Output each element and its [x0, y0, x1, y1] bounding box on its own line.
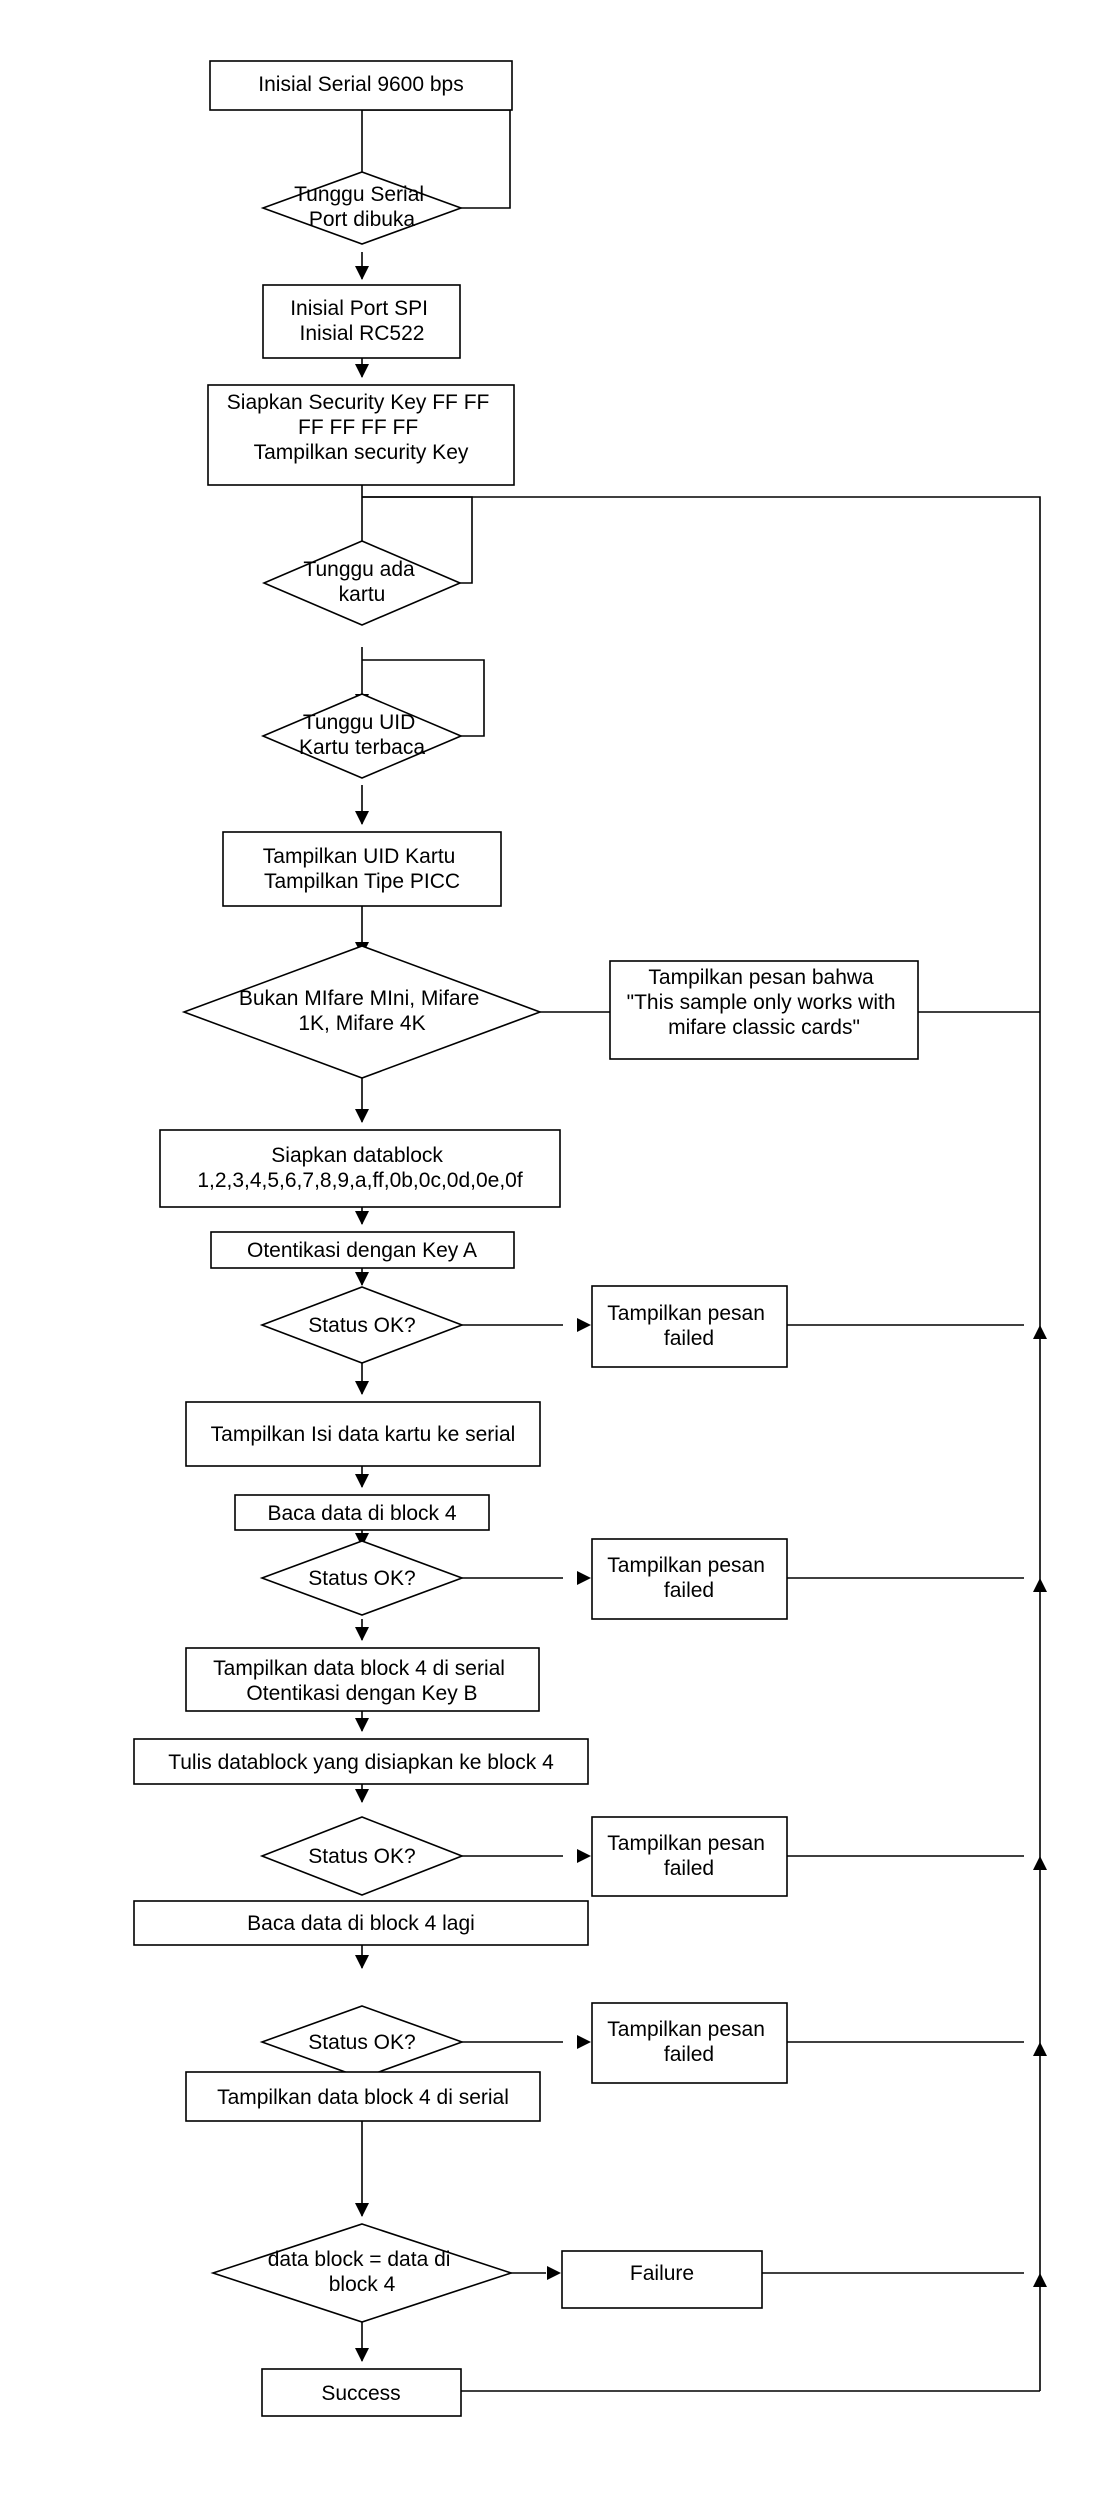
label-n7: Tampilkan UID Kartu Tampilkan Tipe PICC — [263, 845, 461, 893]
arrow-head — [577, 2035, 591, 2049]
step-box-n10 — [210, 1231, 515, 1269]
arrow-head — [355, 2348, 369, 2362]
label-n12: Tampilkan Isi data kartu ke serial — [211, 1423, 516, 1446]
label-n21r: Failure — [630, 2262, 694, 2285]
step-box-n22 — [261, 2368, 462, 2417]
arrow-head — [577, 1849, 591, 1863]
label-n19r: Tampilkan pesan failed — [607, 2018, 770, 2066]
arrow-head — [355, 811, 369, 825]
step-box-n9 — [159, 1129, 561, 1208]
label-n8r: Tampilkan pesan bahwa "This sample only … — [627, 966, 902, 1039]
decision-n11 — [259, 1286, 465, 1364]
step-box-n12 — [185, 1401, 541, 1467]
return-rail — [362, 496, 1041, 2391]
arrow-head — [355, 266, 369, 280]
arrow-head — [577, 1318, 591, 1332]
label-n16: Tulis datablock yang disiapkan ke block … — [168, 1751, 554, 1774]
message-box-n8r — [609, 960, 919, 1060]
label-n1: Inisial Serial 9600 bps — [258, 73, 463, 96]
arrow-head — [355, 1109, 369, 1123]
label-n18: Baca data di block 4 lagi — [247, 1912, 475, 1935]
label-n22: Success — [321, 2382, 400, 2405]
decision-n2 — [260, 171, 464, 245]
arrow-head — [355, 1627, 369, 1641]
arrow-head — [1033, 1856, 1047, 1870]
message-box-n21r — [561, 2250, 763, 2309]
step-box-n16 — [133, 1738, 589, 1785]
arrow-head — [355, 1955, 369, 1969]
arrow-head — [355, 2203, 369, 2217]
arrow-head — [355, 1381, 369, 1395]
label-n4: Siapkan Security Key FF FF FF FF FF FF T… — [227, 391, 495, 464]
arrow-head — [355, 364, 369, 378]
label-n13: Baca data di block 4 — [267, 1502, 456, 1525]
arrow-head — [355, 1718, 369, 1732]
arrow-head — [1033, 2273, 1047, 2287]
arrow-head — [355, 1272, 369, 1286]
decision-n5 — [261, 540, 463, 626]
label-n21: data block = data di block 4 — [268, 2248, 457, 2296]
step-box-n13 — [234, 1494, 490, 1531]
label-n2: Tunggu Serial Port dibuka — [294, 183, 430, 231]
label-n14: Status OK? — [308, 1567, 415, 1590]
label-n11: Status OK? — [308, 1314, 415, 1337]
step-box-n1 — [209, 60, 513, 111]
step-box-n7 — [222, 831, 502, 907]
decision-n21 — [210, 2223, 514, 2323]
arrow-head — [1033, 1325, 1047, 1339]
decision-n17 — [259, 1816, 465, 1896]
label-n9: Siapkan datablock 1,2,3,4,5,6,7,8,9,a,ff… — [197, 1144, 523, 1192]
arrow-head — [355, 1474, 369, 1488]
arrow-head — [1033, 2042, 1047, 2056]
arrow-head — [547, 2266, 561, 2280]
decision-n8 — [181, 945, 543, 1079]
arrow-head — [1033, 1578, 1047, 1592]
arrow-head — [355, 1533, 369, 1547]
label-n5: Tunggu ada kartu — [303, 558, 420, 606]
decision-n6 — [260, 693, 464, 779]
step-box-n15 — [185, 1647, 540, 1712]
label-n8: Bukan MIfare MIni, Mifare 1K, Mifare 4K — [239, 987, 485, 1035]
step-box-n18 — [133, 1900, 589, 1946]
label-n15: Tampilkan data block 4 di serial Otentik… — [213, 1657, 511, 1705]
message-box-n17r — [591, 1816, 788, 1897]
step-box-n4 — [207, 384, 515, 486]
label-n20: Tampilkan data block 4 di serial — [217, 2086, 509, 2109]
message-box-n11r — [591, 1285, 788, 1368]
arrow-head — [577, 1571, 591, 1585]
loop-connector — [362, 659, 485, 737]
label-n19: Status OK? — [308, 2031, 415, 2054]
label-n11r: Tampilkan pesan failed — [607, 1302, 770, 1350]
label-n17: Status OK? — [308, 1845, 415, 1868]
decision-n14 — [259, 1540, 465, 1616]
message-box-n14r — [591, 1538, 788, 1620]
label-n17r: Tampilkan pesan failed — [607, 1832, 770, 1880]
label-n3: Inisial Port SPI Inisial RC522 — [290, 297, 434, 345]
arrow-head — [355, 1211, 369, 1225]
message-box-n19r — [591, 2002, 788, 2084]
label-n10: Otentikasi dengan Key A — [247, 1239, 477, 1262]
step-box-n20 — [185, 2071, 541, 2122]
label-n14r: Tampilkan pesan failed — [607, 1554, 770, 1602]
label-n6: Tunggu UID Kartu terbaca — [299, 711, 425, 759]
step-box-n3 — [262, 284, 461, 359]
arrow-head — [355, 1789, 369, 1803]
